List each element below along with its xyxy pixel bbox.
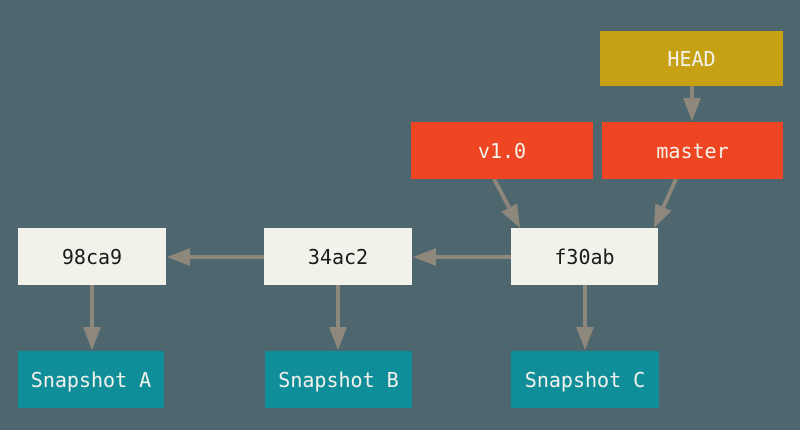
node-label-v1-0: v1.0 xyxy=(477,138,527,163)
edge-arrowhead-head-to-master xyxy=(683,98,701,121)
node-head-head-pointer: HEAD xyxy=(600,31,783,86)
edge-arrowhead-98ca9-to-snapshot-a xyxy=(83,327,101,350)
node-snapshot-b-snapshot: Snapshot B xyxy=(265,351,412,408)
node-label-snapshot-a: Snapshot A xyxy=(30,367,152,392)
edge-line-master-to-f30ab xyxy=(661,178,678,208)
node-label-snapshot-c: Snapshot C xyxy=(524,367,646,392)
node-snapshot-a-snapshot: Snapshot A xyxy=(18,351,164,408)
edge-arrowhead-34ac2-to-98ca9 xyxy=(167,248,190,266)
edge-arrowhead-34ac2-to-snapshot-b xyxy=(329,327,347,350)
node-34ac2-commit: 34ac2 xyxy=(264,228,412,285)
edge-arrowhead-master-to-f30ab xyxy=(654,203,672,228)
node-master-branch: master xyxy=(602,122,783,179)
node-label-98ca9: 98ca9 xyxy=(61,244,123,269)
node-label-head: HEAD xyxy=(667,46,716,71)
node-label-f30ab: f30ab xyxy=(554,244,615,269)
node-snapshot-c-snapshot: Snapshot C xyxy=(511,351,659,408)
node-v1-0-tag: v1.0 xyxy=(411,122,593,179)
edge-arrowhead-v1-0-to-f30ab xyxy=(501,203,520,228)
node-label-master: master xyxy=(656,138,729,163)
edge-arrowhead-f30ab-to-34ac2 xyxy=(413,248,436,266)
node-label-snapshot-b: Snapshot B xyxy=(278,367,399,392)
edge-arrowhead-f30ab-to-snapshot-c xyxy=(576,327,594,350)
edge-line-v1-0-to-f30ab xyxy=(492,178,511,209)
node-98ca9-commit: 98ca9 xyxy=(18,228,166,285)
node-label-34ac2: 34ac2 xyxy=(307,244,369,269)
node-f30ab-commit: f30ab xyxy=(511,228,658,285)
